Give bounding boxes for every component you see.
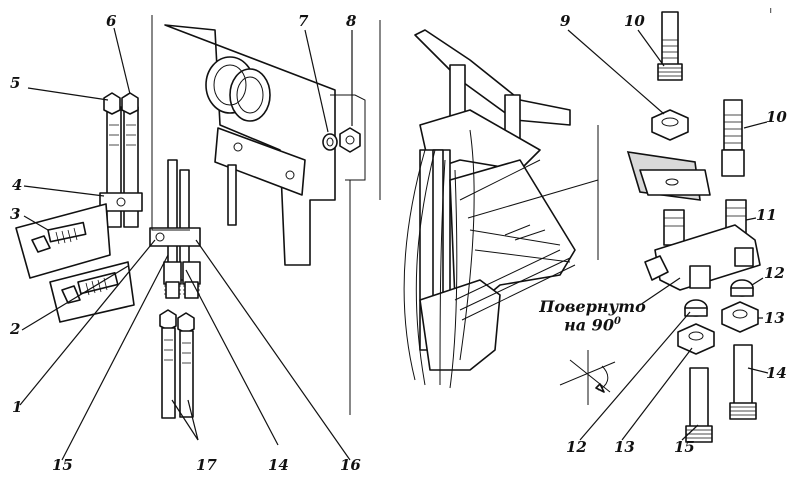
- bracket-plate: [626, 151, 711, 201]
- tube-14-right: [729, 344, 757, 420]
- plug-12-left: [684, 299, 708, 317]
- callout-16: 16: [340, 456, 361, 474]
- plug-12-right: [730, 279, 754, 297]
- loader-frame: [349, 20, 599, 415]
- clamp-4: [99, 192, 143, 212]
- nut-13-left: [677, 323, 715, 355]
- callout-6: 6: [106, 12, 117, 30]
- tee-fitting-11: [644, 199, 761, 291]
- callout-8: 8: [346, 12, 357, 30]
- callout-2: 2: [10, 320, 21, 338]
- bolt-2: [49, 261, 135, 323]
- callout-12-right: 12: [764, 264, 785, 282]
- tube-bundle-center: [149, 159, 201, 299]
- page-mark: ı: [769, 6, 772, 16]
- callout-11: 11: [756, 206, 777, 224]
- callout-7: 7: [298, 12, 309, 30]
- rotation-note: Повернуто на 900: [535, 298, 650, 334]
- callout-12-bottom: 12: [566, 438, 587, 456]
- rotation-note-line1: Повернуто: [539, 297, 646, 316]
- callout-13-right: 13: [764, 309, 785, 327]
- nut-13-right: [721, 301, 759, 333]
- callout-1: 1: [12, 398, 23, 416]
- callout-4: 4: [12, 176, 23, 194]
- hose-10-top: [657, 11, 683, 81]
- mounting-bracket: [151, 15, 366, 266]
- callout-15-right: 15: [674, 438, 695, 456]
- callout-5: 5: [10, 74, 21, 92]
- rotation-note-angle: на 90: [564, 314, 614, 334]
- callout-10-top: 10: [624, 12, 645, 30]
- callout-13-bottom: 13: [614, 438, 635, 456]
- tube-15-right: [685, 367, 713, 443]
- hose-10-side: [721, 99, 745, 177]
- callout-14-right: 14: [766, 364, 787, 382]
- bolt-3: [15, 203, 111, 279]
- callout-9: 9: [560, 12, 571, 30]
- callout-14-left: 14: [268, 456, 289, 474]
- nut-9: [651, 109, 689, 141]
- callout-15-left: 15: [52, 456, 73, 474]
- degree-mark: 0: [613, 315, 621, 327]
- nut-8: [339, 127, 361, 153]
- leader-lines: [19, 27, 769, 461]
- callout-17: 17: [196, 456, 217, 474]
- hose-pair-lower: [159, 309, 195, 419]
- washer-7: [322, 133, 338, 151]
- callout-3: 3: [10, 205, 21, 223]
- rotation-note-line2: на 900: [535, 316, 650, 334]
- rotation-symbol: [559, 350, 616, 405]
- callout-10-side: 10: [766, 108, 787, 126]
